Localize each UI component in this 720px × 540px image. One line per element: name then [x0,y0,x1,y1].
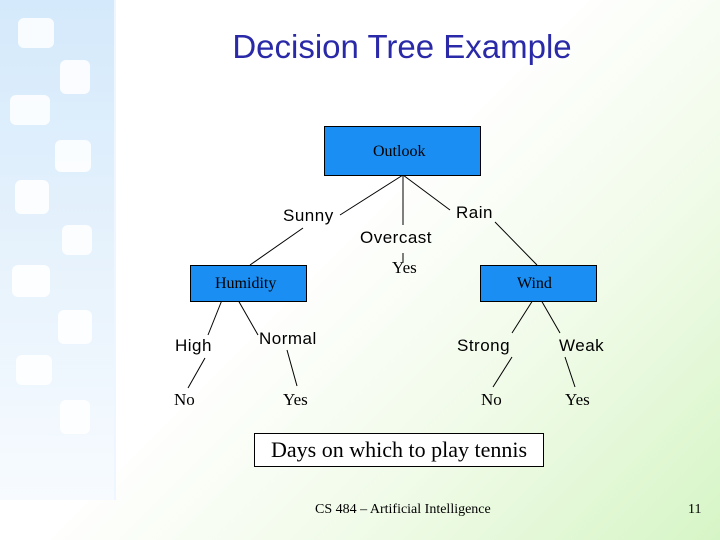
puzzle-piece [60,400,90,434]
caption-box: Days on which to play tennis [254,433,544,467]
slide-title: Decision Tree Example [232,28,572,65]
leaf-weak-yes: Yes [565,390,590,409]
puzzle-piece [18,18,54,48]
puzzle-piece [10,95,50,125]
branch-rain: Rain [456,203,493,222]
edge-humidity-normal [237,299,259,336]
puzzle-piece [60,60,90,94]
caption-text: Days on which to play tennis [270,437,528,462]
edge-sunny-humidity [249,227,304,266]
leaf-high-no: No [174,390,195,409]
edge-strong-no [492,356,513,388]
branch-strong: Strong [457,336,511,355]
humidity-node: Humidity [190,265,307,302]
edge-wind-weak [540,299,561,334]
puzzle-piece [55,140,91,172]
edge-normal-yes [286,349,298,387]
edge-high-no [187,357,206,389]
branch-overcast: Overcast [360,228,433,247]
puzzle-piece [58,310,92,344]
puzzle-piece [16,355,52,385]
edge-humidity-high [207,299,223,336]
edge-rain-wind [494,221,538,266]
branch-high: High [175,336,212,355]
edge-outlook-sunny [339,174,404,216]
humidity-label: Humidity [215,275,277,292]
outlook-label: Outlook [373,143,426,160]
branch-normal: Normal [259,329,317,348]
edge-weak-yes [564,356,576,388]
outlook-node: Outlook [324,126,481,176]
puzzle-piece [62,225,92,255]
branch-sunny: Sunny [283,206,334,225]
wind-node: Wind [480,265,597,302]
branch-weak: Weak [559,336,605,355]
puzzle-piece [15,180,49,214]
puzzle-background [0,0,116,500]
puzzle-piece [12,265,50,297]
footer-course: CS 484 – Artificial Intelligence [315,502,491,517]
leaf-overcast-yes: Yes [392,258,417,277]
page-number: 11 [688,502,702,517]
edge-wind-strong [511,299,534,334]
leaf-normal-yes: Yes [283,390,308,409]
edge-outlook-rain [402,174,451,211]
wind-label: Wind [517,275,552,292]
leaf-strong-no: No [481,390,502,409]
